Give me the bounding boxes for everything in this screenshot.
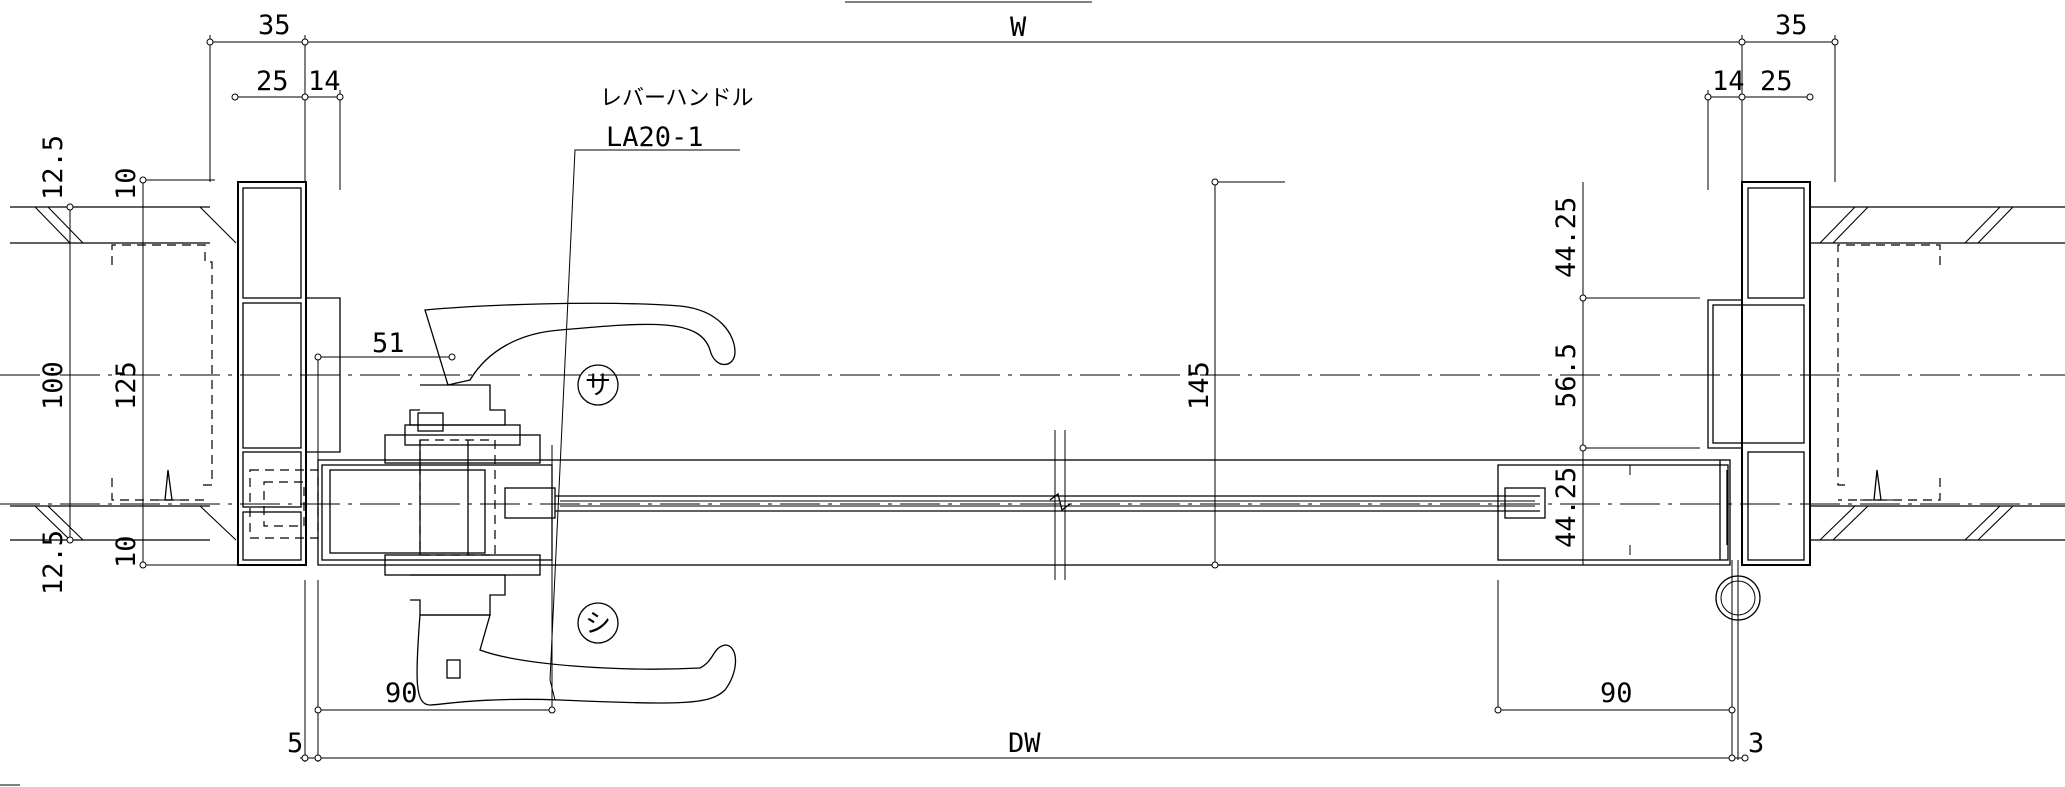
wall-left <box>10 206 237 541</box>
dim-left-10-top: 10 <box>111 167 142 200</box>
lever-handle-lower <box>410 574 737 706</box>
handle-name-label: レバーハンドル <box>600 86 754 111</box>
dim-right-3: 3 <box>1748 728 1764 759</box>
dim-left-12-5-top: 12.5 <box>38 135 69 200</box>
lever-handle-upper <box>409 302 736 432</box>
dim-left-100: 100 <box>38 361 69 410</box>
dimension-lines <box>66 35 1839 762</box>
dim-right-35: 35 <box>1775 10 1808 41</box>
dim-right-56-5: 56.5 <box>1551 343 1582 408</box>
dim-right-14: 14 <box>1712 66 1745 97</box>
dim-left-125: 125 <box>111 361 142 410</box>
symbol-shi-circle <box>577 602 619 644</box>
symbol-shi: シ <box>585 609 611 639</box>
dim-left-90: 90 <box>385 678 418 709</box>
dim-right-25: 25 <box>1760 66 1793 97</box>
dim-right-90: 90 <box>1600 678 1633 709</box>
handle-model-label: LA20-1 <box>606 122 704 153</box>
symbol-sa: サ <box>585 371 611 401</box>
dim-left-12-5-bottom: 12.5 <box>38 530 69 595</box>
frame-left <box>237 181 341 566</box>
dim-dw: DW <box>1008 728 1041 759</box>
symbol-sa-circle <box>577 364 619 406</box>
screws <box>152 469 1894 501</box>
dim-left-35: 35 <box>258 10 291 41</box>
dim-left-5: 5 <box>287 728 303 759</box>
dim-right-44-25-top: 44.25 <box>1551 197 1582 278</box>
dimension-labels: 35 W 35 25 14 14 25 12.5 10 100 125 12.5… <box>38 10 1808 759</box>
dim-handle-51: 51 <box>372 328 405 359</box>
door-leaf <box>317 430 1731 580</box>
dim-center-145: 145 <box>1184 361 1215 410</box>
dim-left-14: 14 <box>308 66 341 97</box>
centerlines <box>0 374 2065 505</box>
frame-right <box>1707 181 1811 566</box>
dim-left-10-bottom: 10 <box>111 535 142 568</box>
dim-right-44-25-bottom: 44.25 <box>1551 467 1582 548</box>
dim-left-25: 25 <box>256 66 289 97</box>
dim-w: W <box>1010 12 1027 43</box>
wall-right <box>1810 206 2065 541</box>
